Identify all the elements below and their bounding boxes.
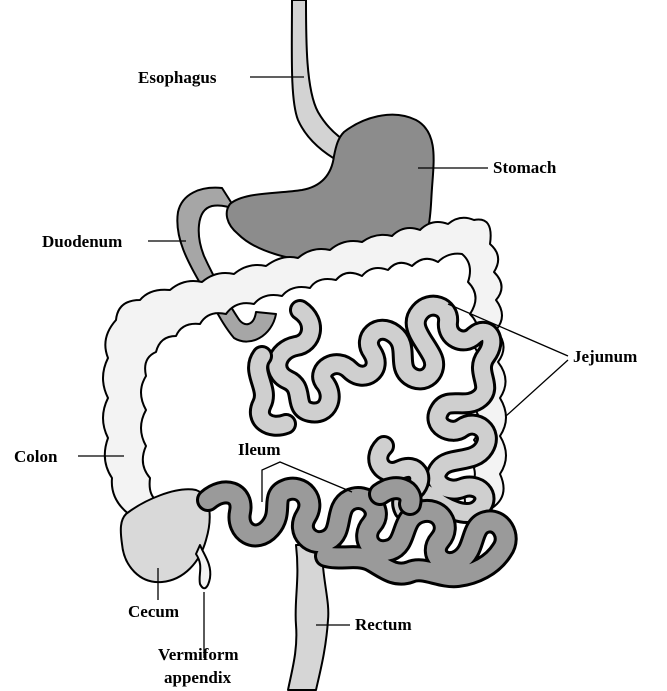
ileum-label: Ileum bbox=[238, 440, 281, 459]
cecum-label: Cecum bbox=[128, 602, 179, 621]
stomach-label: Stomach bbox=[493, 158, 557, 177]
appendix-label-line2: appendix bbox=[164, 668, 232, 687]
jejunum-leader-lower bbox=[506, 360, 568, 416]
duodenum-label: Duodenum bbox=[42, 232, 122, 251]
jejunum-label: Jejunum bbox=[573, 347, 637, 366]
colon-label: Colon bbox=[14, 447, 58, 466]
appendix-label-line1: Vermiform bbox=[158, 645, 239, 664]
vermiform-appendix bbox=[196, 545, 210, 588]
esophagus-label: Esophagus bbox=[138, 68, 217, 87]
rectum-label: Rectum bbox=[355, 615, 412, 634]
